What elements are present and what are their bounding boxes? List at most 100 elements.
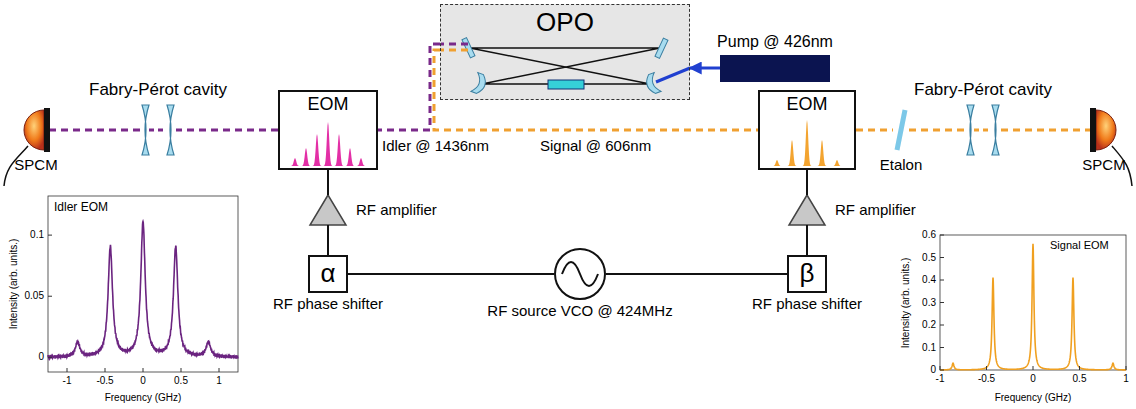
tick-label: -1 [63, 375, 72, 387]
tick-mark [986, 366, 987, 370]
tick-mark [48, 235, 52, 236]
detector-symbol [44, 108, 50, 152]
rf-cable [327, 225, 329, 255]
tick-mark [67, 368, 68, 372]
fabry-perot-cavity: Fabry-Pérot cavity [140, 104, 176, 156]
tick-mark [1033, 366, 1034, 370]
tick-mark [940, 302, 944, 303]
detector-symbol [1096, 110, 1116, 150]
sine-symbol [562, 262, 598, 286]
beam-path [50, 129, 140, 132]
tick-label: -0.5 [978, 373, 995, 385]
tick-mark [1079, 366, 1080, 370]
plot-title: Idler EOM [54, 200, 108, 214]
rf-source: RF source VCO @ 424MHz [554, 248, 606, 300]
node-label: α [320, 258, 335, 289]
spectrum-trace [940, 244, 1126, 370]
beam-path [176, 129, 278, 132]
phase-shifter: αRF phase shifter [308, 255, 348, 293]
opo-cavity [470, 48, 660, 84]
spectrum-plot [940, 235, 1126, 370]
amplifier-symbol [310, 195, 346, 225]
tick-mark [940, 257, 944, 258]
eom-comb [343, 148, 357, 166]
rf-amplifier: RF amplifier [789, 195, 825, 225]
eom-box: EOM [758, 90, 856, 170]
tick-mark [181, 368, 182, 372]
opo-box: OPO [440, 4, 690, 100]
opo-cavity [440, 4, 690, 100]
cable [4, 146, 28, 186]
tick-mark [940, 347, 944, 348]
plot-title: Signal EOM [1050, 239, 1109, 252]
eom-comb [785, 140, 799, 166]
tick-label: 0 [1030, 373, 1036, 385]
node-label: SPCM [14, 156, 57, 174]
beam [149, 129, 167, 132]
tick-label: 1 [1123, 373, 1129, 385]
opo-cavity [655, 38, 668, 58]
axis-title: Frequency (GHz) [105, 392, 182, 404]
node-label: β [800, 258, 815, 289]
node-label: RF source VCO @ 424MHz [487, 302, 672, 320]
node-label: EOM [786, 94, 827, 116]
rf-cable [606, 273, 787, 275]
etalon-plate [897, 110, 905, 150]
rf-cable [806, 225, 808, 255]
eom-comb [815, 140, 829, 166]
etalon-plate [897, 110, 905, 150]
tick-label: 0.4 [922, 274, 936, 286]
beam-label: Signal @ 606nm [540, 137, 651, 155]
tick-mark [48, 296, 52, 297]
sine-symbol [562, 262, 598, 286]
node-label: Pump @ 426nm [717, 32, 833, 51]
axis-title: Intensity (arb. units.) [900, 258, 912, 349]
eom-comb [770, 160, 784, 166]
tick-label: 0.5 [1073, 373, 1087, 385]
opo-cavity [441, 49, 468, 52]
tick-label: -0.5 [96, 375, 113, 387]
tick-mark [105, 368, 106, 372]
eom-comb [299, 148, 313, 166]
tick-mark [1126, 366, 1127, 370]
etalon: Etalon [893, 108, 909, 152]
eom-comb [288, 158, 302, 166]
eom-comb [354, 158, 368, 166]
beam-path [378, 44, 440, 130]
tick-mark [940, 325, 944, 326]
opo-cavity [471, 73, 488, 96]
beam [974, 129, 992, 132]
node-label: RF amplifier [835, 201, 916, 219]
node-label: SPCM [1082, 156, 1125, 174]
spectrum-plot [48, 196, 238, 372]
node-label: Fabry-Pérot cavity [914, 80, 1052, 100]
phase-shifter: βRF phase shifter [787, 255, 827, 293]
axis-title: Intensity (arb. units.) [8, 239, 20, 330]
cavity-mirror [167, 105, 174, 155]
tick-label: 0.3 [922, 297, 936, 309]
pump-laser: Pump @ 426nm [720, 55, 830, 82]
spcm-detector: SPCM [22, 108, 50, 152]
node-label: Fabry-Pérot cavity [89, 80, 227, 100]
plot-frame [940, 235, 1126, 370]
axis-title: Frequency (GHz) [995, 392, 1072, 404]
eom-comb [830, 160, 844, 166]
cable [4, 146, 1132, 186]
node-sublabel: RF phase shifter [752, 295, 862, 313]
beam-path [1001, 129, 1090, 132]
cavity-mirror [142, 105, 149, 155]
beam-path [690, 67, 720, 70]
eom-comb [800, 120, 814, 166]
spcm-detector: SPCM [1090, 108, 1118, 152]
rf-cable [348, 273, 554, 275]
tick-label: 1 [216, 375, 222, 387]
opo-cavity [548, 80, 584, 89]
beam-path [909, 129, 965, 132]
plot-frame [48, 196, 238, 372]
eom-box: EOM [278, 90, 378, 170]
tick-label: -1 [936, 373, 945, 385]
tick-label: 0.5 [174, 375, 188, 387]
eom-comb [332, 134, 346, 166]
